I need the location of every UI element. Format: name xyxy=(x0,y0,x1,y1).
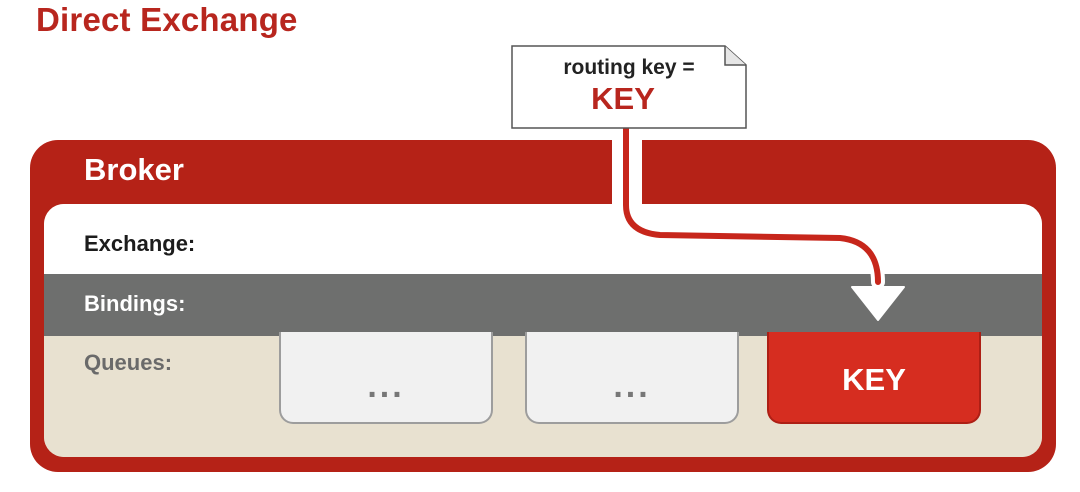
queue-1-label: ... xyxy=(367,366,405,405)
queue-1: ... xyxy=(279,332,493,424)
bindings-label: Bindings: xyxy=(84,291,186,316)
bindings-row xyxy=(44,274,1042,336)
note-icon xyxy=(511,45,747,129)
exchange-label: Exchange: xyxy=(84,231,196,256)
diagram-title: Direct Exchange xyxy=(36,1,298,38)
queue-key-label: KEY xyxy=(842,362,906,397)
broker-label: Broker xyxy=(84,152,184,187)
queue-key: KEY xyxy=(767,332,981,424)
routing-key-label: routing key = xyxy=(563,56,695,79)
broker-notch xyxy=(612,140,642,206)
queue-2-label: ... xyxy=(613,366,651,405)
queue-2: ... xyxy=(525,332,739,424)
routing-key-value: KEY xyxy=(591,81,655,116)
queues-label: Queues: xyxy=(84,350,173,375)
